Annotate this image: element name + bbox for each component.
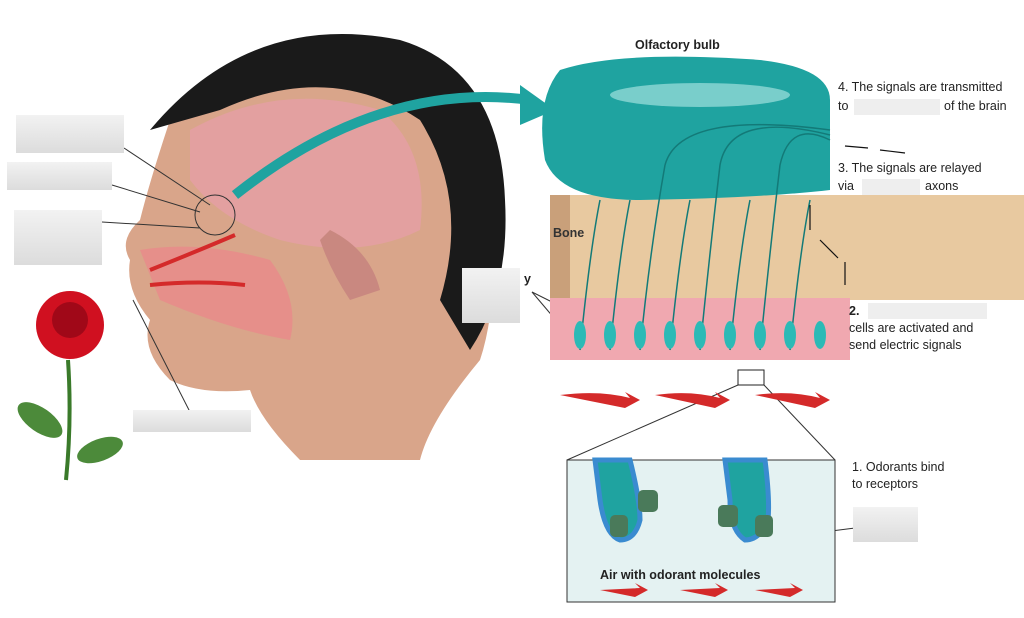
blank-label [868, 303, 987, 319]
step-4-line1: 4. The signals are transmitted [838, 80, 1003, 94]
odorant-flow-arrows [560, 392, 830, 408]
olfactory-bulb-title: Olfactory bulb [635, 38, 720, 52]
blank-label [14, 210, 102, 265]
blank-label [854, 99, 940, 115]
step-1-line2: to receptors [852, 477, 919, 491]
step-1-line1: 1. Odorants bind [852, 460, 945, 474]
bone-label: Bone [553, 226, 585, 240]
receptor-cells [574, 321, 826, 349]
rose-illustration [17, 291, 123, 481]
blank-label [853, 507, 918, 542]
blank-label [7, 162, 112, 190]
blank-label [862, 179, 920, 195]
step-2-prefix: 2. [849, 304, 860, 318]
bone-layer [550, 195, 1024, 300]
signal-arrows [809, 145, 906, 285]
blank-label [462, 268, 520, 323]
olfactory-bulb [542, 56, 830, 201]
step-4-prefix: to [838, 99, 849, 113]
connector-arrow [231, 92, 531, 199]
step-3-line1: 3. The signals are relayed [838, 161, 982, 175]
airflow-arrow [149, 233, 236, 272]
head-illustration [125, 34, 506, 461]
blank-label [16, 115, 124, 153]
airflow-arrow [149, 280, 246, 287]
blank-label [133, 410, 251, 432]
inset-caption: Air with odorant molecules [600, 568, 761, 582]
receptor-label-suffix: y [524, 272, 531, 286]
step-3-suffix: axons [925, 179, 959, 193]
step-3-prefix: via [838, 179, 854, 193]
step-4-suffix: of the brain [944, 99, 1007, 113]
step-2-line3: send electric signals [849, 338, 962, 352]
step-2-line2: cells are activated and [849, 321, 974, 335]
